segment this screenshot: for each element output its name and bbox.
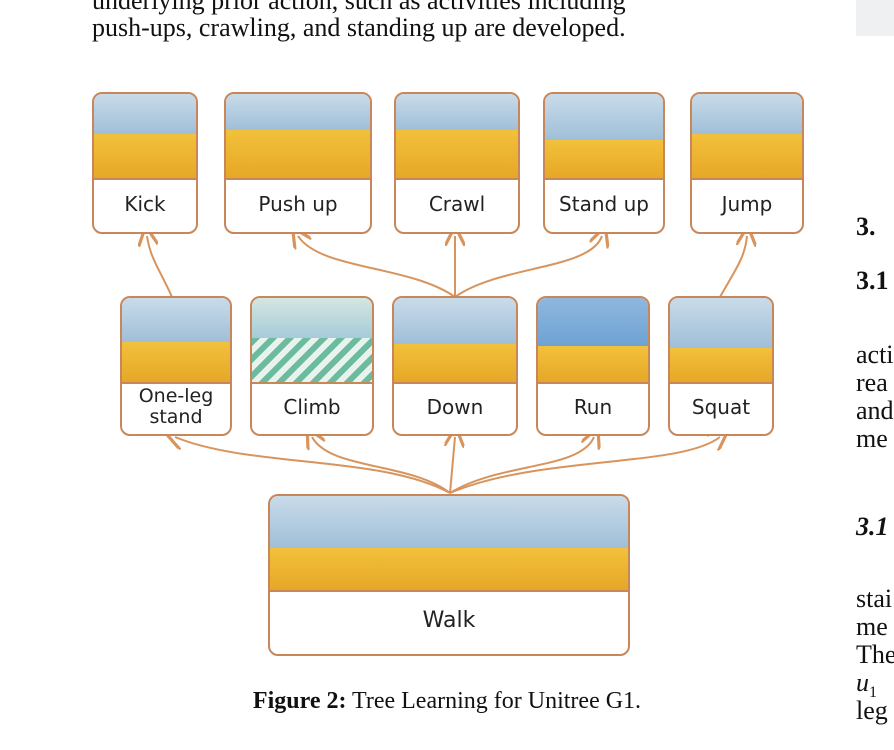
walk-scene-image (270, 496, 628, 592)
node-climb: Climb (250, 296, 374, 436)
section-heading: 3. (856, 212, 876, 241)
edge-walk-down (450, 437, 455, 494)
node-run-label: Run (573, 395, 613, 419)
right-text-4: me (856, 424, 888, 453)
node-squat-label: Squat (691, 395, 751, 419)
node-one-leg-stand-label: One-leg stand (138, 385, 214, 428)
node-down: Down (392, 296, 518, 436)
edge-walk-oneleg (175, 437, 451, 494)
body-text-line-2: push-ups, crawling, and standing up are … (92, 13, 626, 42)
subsubsection-heading: 3.1 (856, 512, 889, 541)
edge-walk-run (449, 437, 594, 494)
caption-text: Tree Learning for Unitree G1. (346, 688, 642, 714)
edge-squat-jump (719, 236, 747, 298)
body-text-line-1: underlying prior action, such as activit… (92, 0, 626, 15)
node-climb-label: Climb (283, 395, 341, 419)
right-text-9: leg (856, 696, 888, 725)
node-jump: Jump (690, 92, 804, 234)
node-crawl-label: Crawl (428, 192, 486, 216)
edge-walk-climb (312, 437, 451, 494)
kick-scene-image (94, 94, 196, 180)
node-kick-label: Kick (124, 192, 166, 216)
stand-up-scene-image (545, 94, 663, 180)
right-text-3: and (856, 396, 894, 425)
node-one-leg-stand: One-leg stand (120, 296, 232, 436)
subsection-heading: 3.1 (856, 266, 889, 295)
edge-down-standup (454, 236, 602, 298)
node-crawl: Crawl (394, 92, 520, 234)
node-down-label: Down (426, 395, 484, 419)
edge-oneleg-kick (147, 236, 173, 298)
squat-scene-image (670, 298, 772, 384)
right-text-8: u1 (856, 668, 877, 702)
caption-label: Figure 2: (252, 688, 347, 714)
figure-caption: Figure 2: Tree Learning for Unitree G1. (0, 688, 894, 715)
node-stand-up: Stand up (543, 92, 665, 234)
right-text-5: stai (856, 584, 893, 613)
right-text-2: rea (856, 368, 888, 397)
edge-down-pushup (298, 236, 456, 298)
node-kick: Kick (92, 92, 198, 234)
node-jump-label: Jump (721, 192, 773, 216)
node-stand-up-label: Stand up (559, 192, 649, 216)
run-scene-image (538, 298, 648, 384)
node-walk: Walk (268, 494, 630, 656)
down-scene-image (394, 298, 516, 384)
right-text-6: me (856, 612, 888, 641)
edge-walk-squat (449, 437, 720, 494)
node-run: Run (536, 296, 650, 436)
node-squat: Squat (668, 296, 774, 436)
one-leg-stand-scene-image (122, 298, 230, 384)
node-push-up-label: Push up (258, 192, 338, 216)
node-walk-label: Walk (422, 607, 476, 633)
jump-scene-image (692, 94, 802, 180)
push-up-scene-image (226, 94, 370, 180)
right-text-7: The (856, 640, 894, 669)
climb-scene-image (252, 298, 372, 384)
crawl-scene-image (396, 94, 518, 180)
right-column-box (856, 0, 894, 36)
node-push-up: Push up (224, 92, 372, 234)
right-text-1: acti (856, 340, 894, 369)
